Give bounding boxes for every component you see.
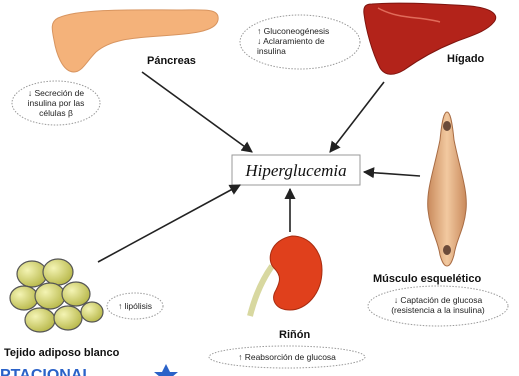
adipocyte-5	[62, 282, 90, 306]
kidney-note: ↑ Reabsorción de glucosa	[238, 352, 336, 362]
watermark-star-icon	[154, 364, 178, 376]
note-line: insulina por las	[28, 98, 85, 108]
adipocyte-6	[25, 308, 55, 332]
arrow-liver	[330, 82, 384, 152]
muscle-label: Músculo esquelético	[373, 273, 481, 285]
pancreas-label: Páncreas	[147, 55, 196, 67]
kidney-illustration	[270, 236, 322, 310]
muscle-group: Músculo esquelético ↓ Captación de gluco…	[368, 112, 508, 326]
center-group: Hiperglucemia	[232, 155, 360, 185]
adipose-label: Tejido adiposo blanco	[4, 347, 120, 359]
kidney-group: Riñón ↑ Reabsorción de glucosa	[209, 236, 365, 368]
adipose-group: Tejido adiposo blanco ↑ lipólisis	[4, 259, 163, 359]
muscle-tendon-top	[443, 121, 451, 131]
liver-group: Hígado ↑ Gluconeogénesis↓ Aclaramiento d…	[240, 3, 496, 74]
arrow-adipose	[98, 185, 240, 262]
hyperglycemia-label: Hiperglucemia	[244, 161, 346, 180]
adipose-note: ↑ lipólisis	[118, 301, 152, 311]
arrow-muscle	[364, 172, 420, 176]
note-line: ↓ Secreción de	[28, 88, 84, 98]
adipocyte-4	[35, 283, 65, 309]
muscle-note: ↓ Captación de glucosa(resistencia a la …	[391, 295, 485, 315]
adipocyte-2	[43, 259, 73, 285]
adipocyte-8	[81, 302, 103, 322]
note-line: ↓ Captación de glucosa	[394, 295, 483, 305]
adipocyte-1	[17, 261, 47, 287]
note-line: ↓ Aclaramiento de	[257, 36, 325, 46]
note-line: (resistencia a la insulina)	[391, 305, 485, 315]
watermark-text: PTACIONAL	[0, 367, 92, 376]
muscle-illustration	[428, 112, 467, 266]
kidney-ureter	[250, 266, 272, 316]
muscle-tendon-bottom	[443, 245, 451, 255]
note-line: insulina	[257, 46, 286, 56]
adipocyte-7	[54, 306, 82, 330]
note-line: ↑ Gluconeogénesis	[257, 26, 329, 36]
adipocyte-3	[10, 286, 38, 310]
liver-label: Hígado	[447, 53, 485, 65]
kidney-label: Riñón	[279, 329, 310, 341]
note-line: células β	[39, 108, 73, 118]
arrow-pancreas	[142, 72, 252, 152]
watermark-group: PTACIONAL	[0, 362, 178, 376]
